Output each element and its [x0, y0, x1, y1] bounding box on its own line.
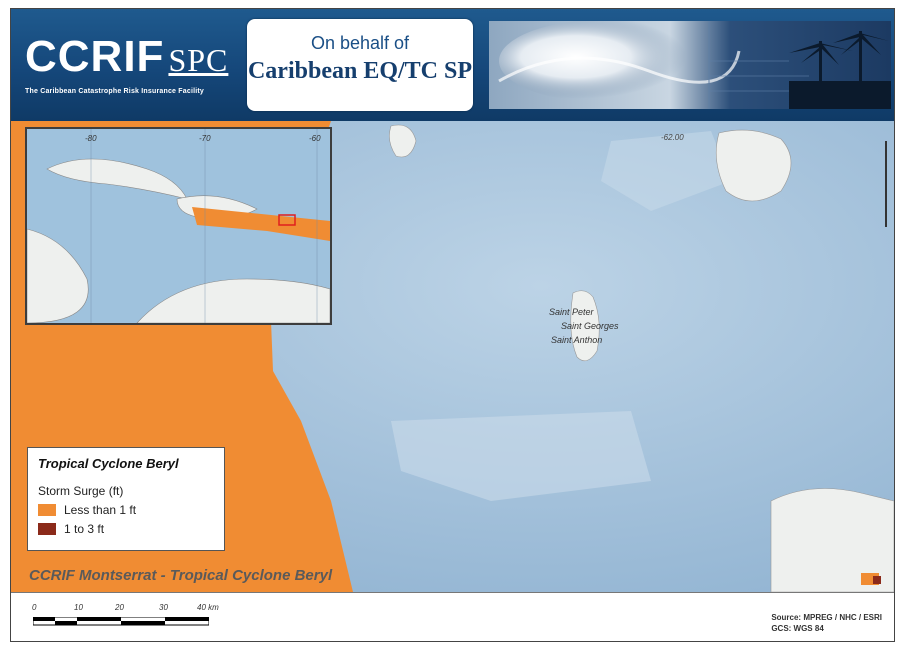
scale-label: 10 — [74, 603, 83, 612]
projection-line: GCS: WGS 84 — [771, 624, 824, 633]
inset-lon-label: -80 — [85, 134, 97, 143]
map-title: CCRIF Montserrat - Tropical Cyclone Bery… — [29, 567, 333, 584]
inset-south-america — [136, 278, 330, 323]
scale-label: 20 — [115, 603, 124, 612]
scale-label: 30 — [159, 603, 168, 612]
logo-main-text: CCRIF — [25, 32, 165, 81]
shallow-shelf — [391, 411, 651, 501]
legend-swatch-mid — [38, 523, 56, 535]
logo-suffix: SPC — [168, 42, 229, 78]
shallow-shelf-north — [601, 131, 731, 211]
inset-study-area-box — [278, 214, 296, 226]
place-label: Saint Anthon — [551, 335, 603, 345]
segregated-portfolio-name: Caribbean EQ/TC SP — [247, 58, 473, 84]
inset-locator-map: -80 -70 -60 — [25, 127, 332, 325]
place-label: Saint Georges — [561, 321, 619, 331]
logo-tagline: The Caribbean Catastrophe Risk Insurance… — [25, 88, 205, 95]
map-footer: 0 10 20 30 40 km Source: MPREG / NHC / E… — [11, 592, 894, 641]
inset-central-america — [27, 228, 89, 323]
scale-label: 40 km — [197, 603, 219, 612]
legend-title: Tropical Cyclone Beryl — [38, 456, 179, 471]
north-arrow — [885, 141, 887, 227]
guadeloupe-island — [770, 488, 894, 592]
main-map: -62.00 Saint Peter Saint Georges Saint A… — [11, 121, 894, 592]
inset-surge-track — [192, 207, 330, 241]
source-note: Source: MPREG / NHC / ESRI GCS: WGS 84 — [771, 612, 882, 634]
longitude-label: -62.00 — [661, 133, 684, 142]
legend-item: Less than 1 ft — [38, 503, 224, 517]
surge-patch-high — [873, 576, 881, 584]
source-line: Source: MPREG / NHC / ESRI — [771, 613, 882, 622]
scale-label: 0 — [32, 603, 37, 612]
legend-item-label: Less than 1 ft — [64, 503, 137, 517]
island-north — [389, 124, 417, 158]
legend-item: 1 to 3 ft — [38, 522, 224, 536]
map-legend: Tropical Cyclone Beryl Storm Surge (ft) … — [27, 447, 225, 551]
inset-lon-label: -70 — [199, 134, 211, 143]
inset-lon-label: -60 — [309, 134, 321, 143]
antigua-island — [715, 129, 792, 202]
legend-subtitle: Storm Surge (ft) — [38, 484, 124, 498]
on-behalf-label: On behalf of — [310, 33, 410, 53]
scale-bar — [33, 617, 209, 626]
hurricane-photo-banner — [489, 21, 891, 109]
montserrat-island — [570, 290, 600, 362]
legend-swatch-low — [38, 504, 56, 516]
place-label: Saint Peter — [549, 307, 594, 317]
on-behalf-box: On behalf of Caribbean EQ/TC SP — [247, 19, 473, 111]
legend-item-label: 1 to 3 ft — [64, 522, 105, 536]
